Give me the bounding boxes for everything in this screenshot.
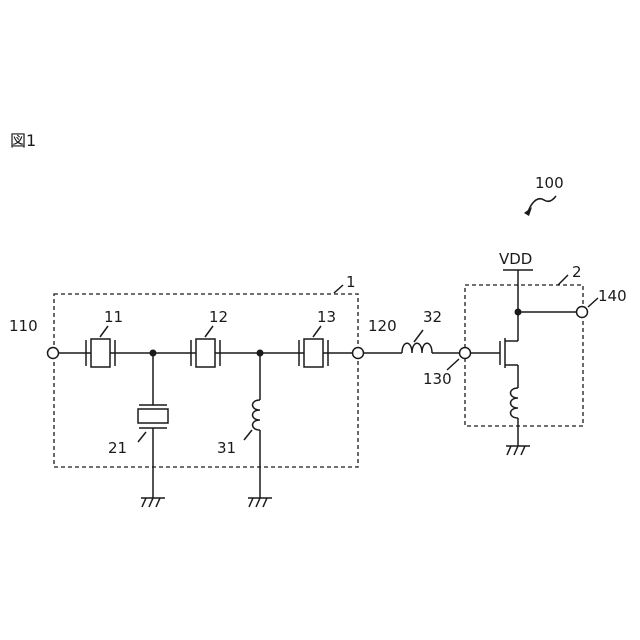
inductor-31-leader [244, 430, 252, 440]
terminal-110 [48, 348, 59, 359]
transistor [471, 338, 518, 368]
amplifier-module-label: 2 [572, 263, 582, 281]
amplifier-module-leader [558, 275, 568, 285]
inductor-31-label: 31 [217, 439, 236, 457]
vdd-label: VDD [499, 250, 532, 268]
resonator-13-leader [313, 326, 321, 337]
inductor-32 [402, 343, 432, 353]
terminal-120-label: 120 [368, 317, 397, 335]
resonator-11-leader [100, 326, 108, 337]
device-arrow-head [524, 207, 532, 216]
resonator-12-leader [205, 326, 213, 337]
device-label: 100 [535, 174, 564, 192]
figure-title: 図1 [10, 131, 36, 150]
terminal-130 [460, 348, 471, 359]
inductor-31 [253, 400, 261, 430]
device-arrow-line [528, 196, 556, 213]
terminal-140-leader [588, 298, 598, 307]
terminal-120 [353, 348, 364, 359]
terminal-140 [577, 307, 588, 318]
terminal-140-label: 140 [598, 287, 627, 305]
source-inductor [511, 388, 519, 418]
filter-module-box [54, 294, 358, 467]
inductor-32-label: 32 [423, 308, 442, 326]
amplifier-module-box [465, 285, 583, 426]
resonator-21 [138, 405, 168, 428]
ground-icon [506, 446, 530, 455]
terminal-130-label: 130 [423, 370, 452, 388]
filter-module-label: 1 [346, 273, 356, 291]
terminal-110-label: 110 [9, 317, 38, 335]
ground-icon [248, 498, 272, 507]
resonator-13-label: 13 [317, 308, 336, 326]
terminal-130-leader [447, 359, 459, 370]
filter-module-leader [334, 285, 343, 293]
resonator-13 [299, 339, 328, 367]
resonator-11-label: 11 [104, 308, 123, 326]
resonator-12-label: 12 [209, 308, 228, 326]
inductor-32-leader [414, 330, 423, 342]
resonator-12 [191, 339, 220, 367]
resonator-21-leader [138, 432, 146, 442]
ground-icon [141, 498, 165, 507]
resonator-21-label: 21 [108, 439, 127, 457]
resonator-11 [86, 339, 115, 367]
